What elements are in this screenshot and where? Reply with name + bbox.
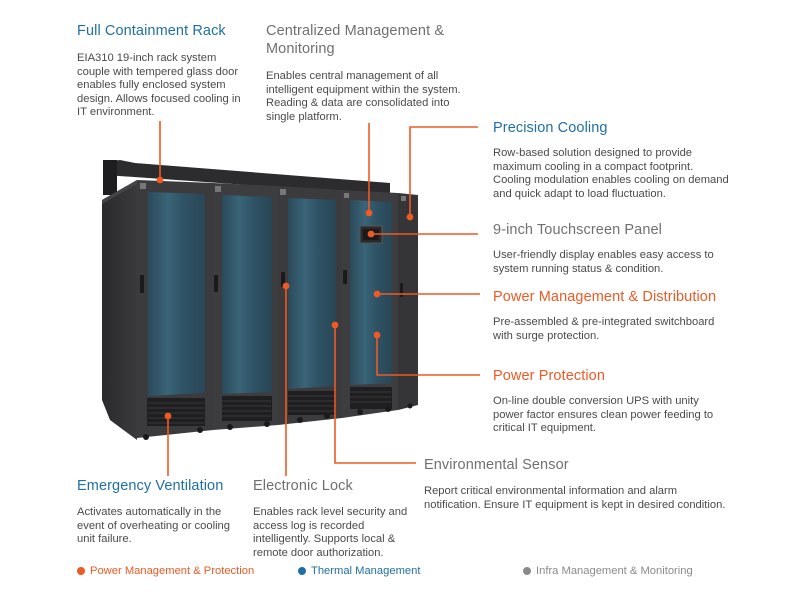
description-line: EIA310 19-inch rack system bbox=[77, 52, 217, 64]
marker-dot-icon bbox=[282, 282, 290, 290]
description-line: Pre-assembled & pre-integrated switchboa… bbox=[493, 316, 715, 328]
description-line: IT environment. bbox=[77, 106, 155, 119]
blue-dot-icon bbox=[298, 567, 306, 575]
description-line: access log is recorded bbox=[253, 519, 365, 532]
legend-item-power: Power Management & Protection bbox=[77, 565, 254, 577]
description-line: User-friendly display enables easy acces… bbox=[493, 249, 714, 261]
title-line: Monitoring bbox=[266, 41, 335, 57]
feature-description: User-friendly display enables easy acces… bbox=[493, 249, 714, 276]
leader-environmental bbox=[334, 325, 416, 464]
leader-precision-cooling bbox=[409, 126, 478, 217]
marker-dot-icon bbox=[365, 209, 373, 217]
feature-description: Activates automatically in the event of … bbox=[77, 506, 230, 547]
description-line: couple with tempered glass door bbox=[77, 65, 239, 78]
description-line: and quick adapt to load fluctuation. bbox=[493, 187, 666, 200]
feature-description: EIA310 19-inch rack system couple with t… bbox=[77, 52, 241, 120]
marker-dot-icon bbox=[367, 230, 375, 238]
feature-description: Pre-assembled & pre-integrated switchboa… bbox=[493, 316, 716, 343]
description-line: maximum cooling in a compact footprint. bbox=[493, 160, 694, 173]
feature-title: Centralized Management & Monitoring bbox=[266, 22, 461, 58]
feature-environmental-sensor: Environmental Sensor Report critical env… bbox=[424, 456, 725, 512]
feature-precision-cooling: Precision Cooling Row-based solution des… bbox=[493, 119, 729, 201]
description-line: power factor ensures clean power feeding… bbox=[493, 408, 714, 421]
marker-dot-icon bbox=[373, 290, 381, 298]
feature-description: Report critical environmental informatio… bbox=[424, 485, 725, 512]
feature-title: Electronic Lock bbox=[253, 478, 353, 494]
feature-title: 9-inch Touchscreen Panel bbox=[493, 222, 662, 238]
description-line: Cooling modulation enables cooling on de… bbox=[493, 174, 729, 187]
description-line: unit failure. bbox=[77, 533, 132, 546]
feature-power-protection: Power Protection On-line double conversi… bbox=[493, 367, 713, 436]
feature-description: On-line double conversion UPS with unity… bbox=[493, 395, 713, 436]
feature-title: Power Protection bbox=[493, 368, 606, 384]
description-line: notification. Ensure IT equipment is kep… bbox=[424, 498, 726, 511]
title-line: Centralized Management & bbox=[266, 23, 445, 39]
description-line: Row-based solution designed to provide bbox=[493, 147, 693, 159]
description-line: remote door authorization. bbox=[253, 546, 384, 559]
feature-touchscreen-panel: 9-inch Touchscreen Panel User-friendly d… bbox=[493, 221, 714, 276]
description-line: event of overheating or cooling bbox=[77, 519, 230, 532]
description-line: single platform. bbox=[266, 110, 342, 123]
description-line: system running status & condition. bbox=[493, 262, 664, 275]
legend-item-infra: Infra Management & Monitoring bbox=[523, 565, 693, 577]
description-line: with surge protection. bbox=[493, 329, 600, 342]
description-line: Enables rack level security and bbox=[253, 506, 408, 518]
legend-label: Thermal Management bbox=[311, 565, 421, 577]
description-line: Reading & data are consolidated into bbox=[266, 97, 450, 110]
feature-title: Full Containment Rack bbox=[77, 23, 226, 39]
feature-title: Power Management & Distribution bbox=[493, 289, 717, 305]
feature-title: Precision Cooling bbox=[493, 120, 608, 136]
rack-cabinet-3 bbox=[278, 186, 342, 425]
feature-title: Environmental Sensor bbox=[424, 457, 569, 473]
feature-description: Enables central management of all intell… bbox=[266, 70, 461, 124]
rack-roof bbox=[103, 160, 390, 195]
legend-label: Power Management & Protection bbox=[90, 565, 255, 577]
description-line: Report critical environmental informatio… bbox=[424, 485, 678, 497]
legend-item-thermal: Thermal Management bbox=[298, 565, 420, 577]
feature-description: Row-based solution designed to provide m… bbox=[493, 147, 729, 201]
feature-centralized-management: Centralized Management & Monitoring Enab… bbox=[266, 22, 461, 124]
description-line: critical IT equipment. bbox=[493, 422, 597, 435]
description-line: intelligent equipment within the system. bbox=[266, 83, 461, 96]
rack-feet bbox=[143, 403, 413, 440]
description-line: On-line double conversion UPS with unity bbox=[493, 395, 699, 407]
marker-dot-icon bbox=[164, 412, 172, 420]
feature-description: Enables rack level security and access l… bbox=[253, 506, 407, 560]
feature-emergency-ventilation: Emergency Ventilation Activates automati… bbox=[77, 477, 230, 547]
feature-full-containment-rack: Full Containment Rack EIA310 19-inch rac… bbox=[77, 22, 241, 120]
rack-side-panel bbox=[102, 180, 137, 440]
marker-dot-icon bbox=[331, 321, 339, 329]
orange-dot-icon bbox=[77, 567, 85, 575]
rack-cabinet-2 bbox=[213, 183, 278, 430]
marker-dot-icon bbox=[373, 331, 381, 339]
legend-label: Infra Management & Monitoring bbox=[536, 565, 693, 577]
gray-dot-icon bbox=[523, 567, 531, 575]
description-line: design. Allows focused cooling in bbox=[77, 92, 241, 105]
feature-power-distribution: Power Management & Distribution Pre-asse… bbox=[493, 288, 716, 343]
feature-title: Emergency Ventilation bbox=[77, 478, 224, 494]
leader-power-protection bbox=[376, 335, 480, 376]
description-line: Enables central management of all bbox=[266, 70, 439, 82]
description-line: enables fully enclosed system bbox=[77, 79, 226, 92]
marker-dot-icon bbox=[156, 176, 164, 184]
rack-cabinet-1 bbox=[137, 180, 213, 438]
description-line: intelligently. Supports local & bbox=[253, 533, 396, 546]
description-line: Activates automatically in the bbox=[77, 506, 222, 518]
feature-electronic-lock: Electronic Lock Enables rack level secur… bbox=[253, 477, 407, 560]
rack-cabinet-4 bbox=[342, 190, 398, 418]
marker-dot-icon bbox=[406, 213, 414, 221]
